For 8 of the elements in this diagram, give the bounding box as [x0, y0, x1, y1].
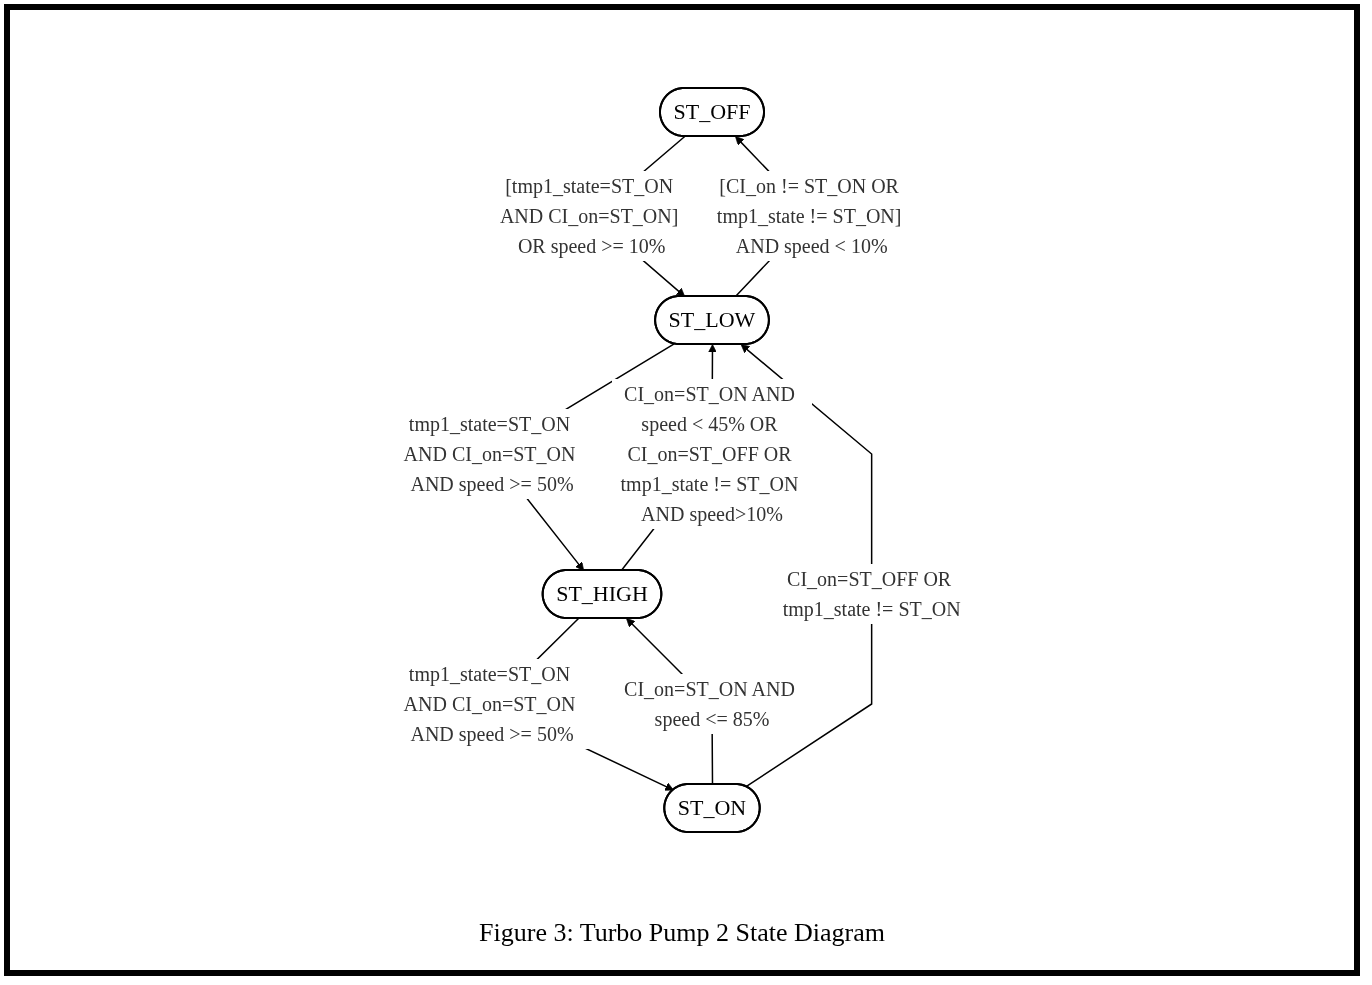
- edge-label: CI_on=ST_ON AND speed <= 85%: [624, 677, 796, 730]
- edge-label: [CI_on != ST_ON OR tmp1_state != ST_ON] AND speed < 10%: [717, 175, 902, 257]
- edge-label: CI_on=ST_ON AND speed < 45% OR CI_on=ST_OFF OR tmp1_state != ST_ON AND speed>10%: [620, 382, 799, 525]
- edge-label: [tmp1_state=ST_ON AND CI_on=ST_ON] OR speed >= 10%: [500, 175, 679, 257]
- edge-label: tmp1_state=ST_ON AND CI_on=ST_ON AND speed >= 50%: [403, 412, 576, 495]
- figure-caption: Figure 3: Turbo Pump 2 State Diagram: [479, 918, 885, 948]
- edge-label: CI_on=ST_OFF OR tmp1_state != ST_ON: [782, 567, 961, 620]
- edge-label: tmp1_state=ST_ON AND CI_on=ST_ON AND speed >= 50%: [403, 662, 576, 745]
